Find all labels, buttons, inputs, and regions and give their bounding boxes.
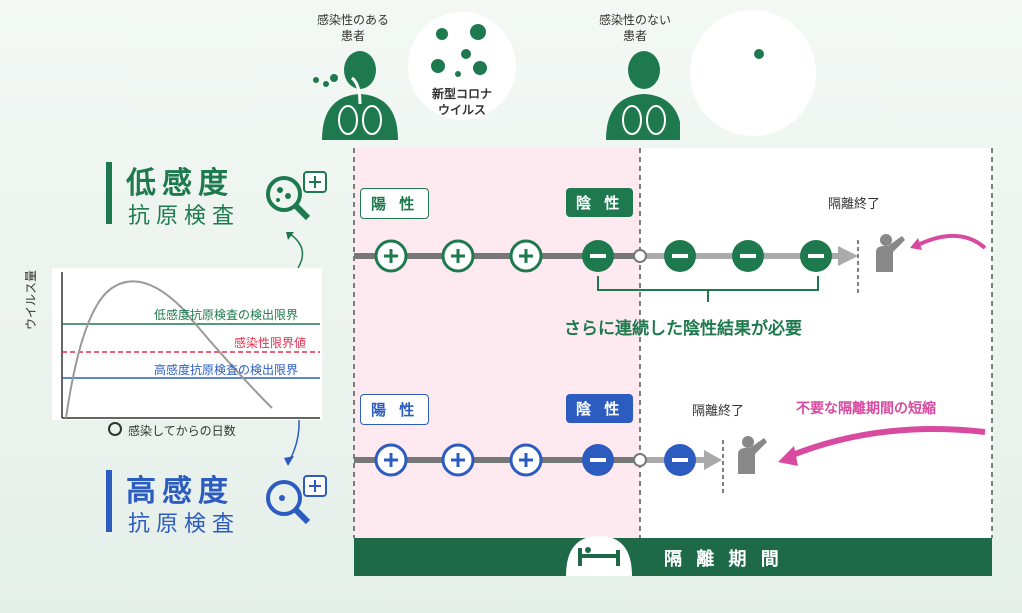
- noninfectious-patient-icon: [600, 48, 682, 140]
- low-test-subtitle: 抗原検査: [128, 204, 241, 229]
- magnifier-virus-icon-low: [262, 170, 332, 226]
- magnifier-icon-high: [262, 474, 332, 530]
- infectious-patient-icon: [308, 48, 398, 140]
- virus-label: 新型コロナ ウイルス: [431, 87, 492, 117]
- high-limit-label: 高感度抗原検査の検出限界: [154, 363, 299, 377]
- small-virus-icon: [752, 46, 766, 60]
- person-icon-high: [738, 436, 767, 474]
- low-end-label: 隔離終了: [828, 197, 881, 212]
- person-icon-low: [876, 234, 905, 272]
- bed-icon: [564, 530, 634, 576]
- low-test-title: 低感度: [126, 166, 234, 201]
- graph-ylabel: ウイルス量: [24, 269, 38, 330]
- virus-graph-lines: [61, 272, 320, 419]
- virus-bubble: [408, 12, 516, 120]
- graph-xlabel: 感染してからの日数: [128, 424, 236, 438]
- low-negative-marks: [582, 240, 832, 272]
- infectious-patient-label: 感染性のある 患者: [316, 13, 389, 43]
- high-test-title: 高感度: [126, 474, 234, 509]
- high-test-subtitle: 抗原検査: [128, 512, 241, 537]
- high-end-label: 隔離終了: [692, 404, 745, 419]
- high-negative-label: 陰 性: [566, 394, 634, 423]
- high-positive-marks: [374, 443, 543, 477]
- low-negative-label: 陰 性: [566, 188, 634, 217]
- infect-limit-label: 感染性限界値: [234, 336, 307, 350]
- low-note: さらに連続した陰性結果が必要: [564, 319, 802, 339]
- noninfectious-patient-label: 感染性のない 患者: [598, 13, 671, 43]
- high-negative-marks: [582, 444, 696, 476]
- low-limit-label: 低感度抗原検査の検出限界: [154, 308, 299, 322]
- high-note: 不要な隔離期間の短縮: [796, 401, 936, 417]
- isolation-label: 隔 離 期 間: [664, 549, 783, 570]
- clean-bubble: [690, 10, 816, 136]
- isolation-bar: [354, 538, 992, 576]
- high-positive-label: 陽 性: [360, 394, 430, 425]
- low-bar-mark: [106, 162, 112, 224]
- virus-icon: [428, 22, 498, 82]
- virus-graph: [52, 268, 322, 420]
- high-bar-mark: [106, 470, 112, 532]
- low-positive-label: 陽 性: [360, 188, 430, 219]
- clock-icon: [108, 422, 122, 436]
- low-positive-marks: [374, 239, 543, 273]
